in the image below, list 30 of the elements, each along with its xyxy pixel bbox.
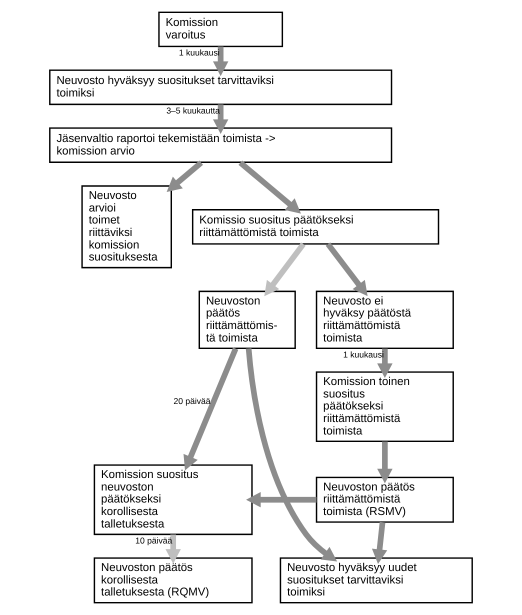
node-box: Jäsenvaltio raportoi tekemistään toimista -> komission arvio xyxy=(49,127,392,163)
node-box: Neuvoston päätös korollisesta talletuksesta (RQMV) xyxy=(94,557,253,604)
node-box: Neuvosto ei hyväksy päätöstä riittämättömistä toimista xyxy=(316,290,454,350)
arrow xyxy=(264,242,306,296)
node-box: Neuvosto hyväksyy suositukset tarvittaviksi toimiksi xyxy=(49,69,392,106)
node-box: Neuvoston päätös riittämättömistä toimista (RSMV) xyxy=(316,476,454,523)
arrow xyxy=(166,160,204,192)
arrow xyxy=(326,242,368,296)
arrow xyxy=(377,442,393,484)
node-box: Komissio suositus päätökseksi riittämättömistä toimista xyxy=(192,209,440,245)
arrow xyxy=(184,348,238,470)
arrow xyxy=(246,492,316,508)
edge-label: 1 kuukausi xyxy=(343,349,384,360)
arrow xyxy=(238,160,301,214)
arrow xyxy=(212,46,228,76)
edge-label: 3–5 kuukautta xyxy=(166,105,220,116)
edge-label: 10 päivää xyxy=(135,535,172,546)
arrow xyxy=(372,522,388,564)
node-box: Komission toinen suositus päätökseksi riittämättömistä toimista xyxy=(316,371,454,442)
node-box: Neuvosto hyväksyy uudet suositukset tarvittaviksi toimiksi xyxy=(280,557,473,604)
arrow xyxy=(246,348,338,562)
node-box: Komission varoitus xyxy=(158,12,284,48)
node-box: Neuvoston päätös riittämättömis- tä toimista xyxy=(198,290,296,350)
edge-label: 1 kuukausi xyxy=(178,47,220,58)
arrow xyxy=(166,534,181,564)
arrow xyxy=(377,348,393,378)
arrow xyxy=(212,104,228,134)
node-box: Neuvosto arvioi toimet riittäviksi komission suosituksesta xyxy=(81,185,172,268)
edge-label: 20 päivää xyxy=(173,396,210,406)
node-box: Komission suositus neuvoston päätökseksi korollisesta talletuksesta xyxy=(94,464,253,536)
